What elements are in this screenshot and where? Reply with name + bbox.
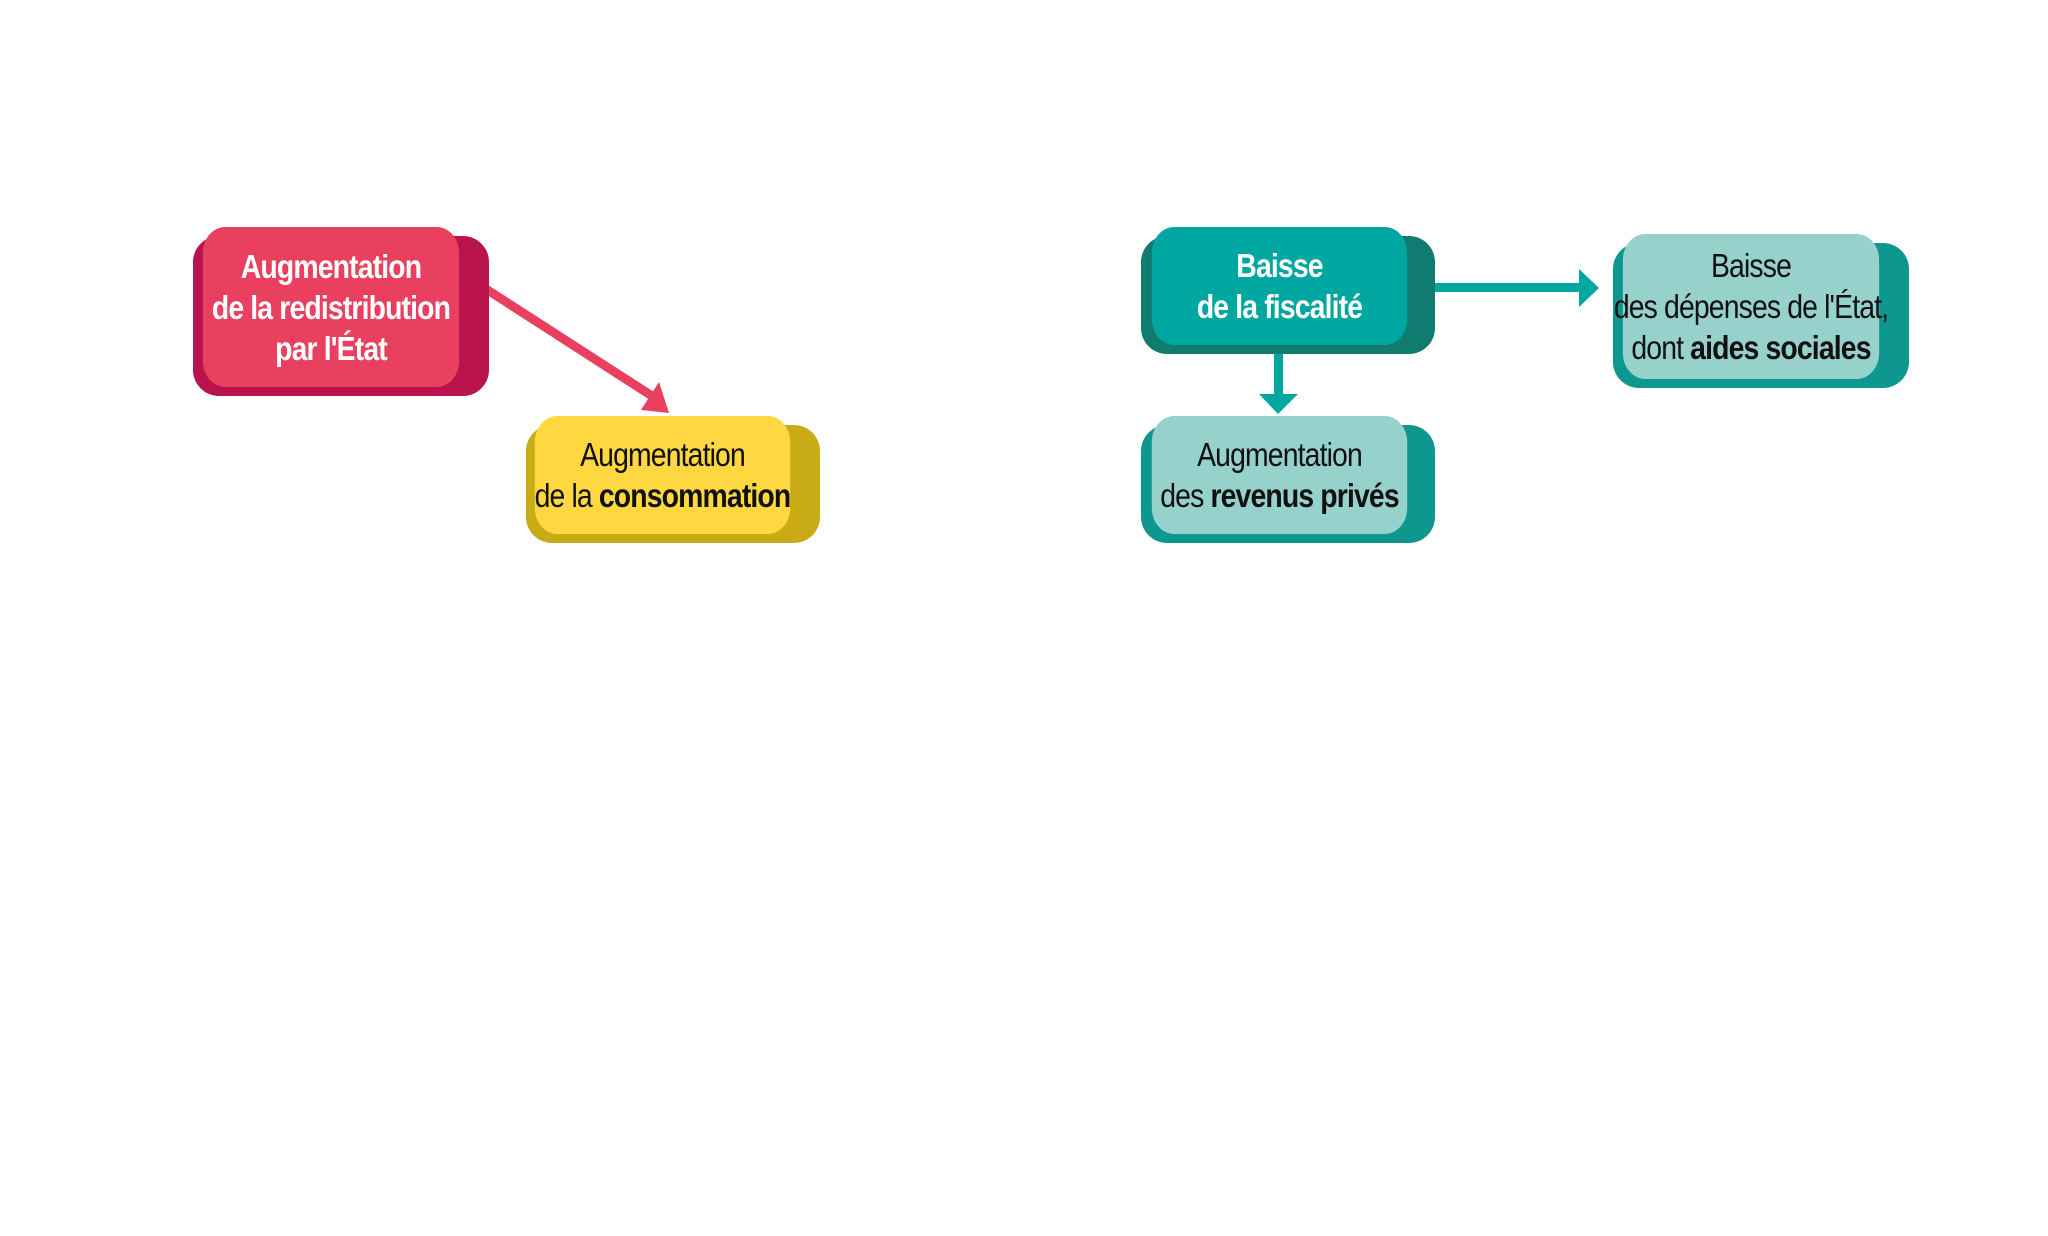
- node-consommation-line-2-bold: consommation: [598, 477, 791, 514]
- node-redistribution-line-2: de la redistribution: [211, 288, 451, 326]
- node-depenses-line-1: Baisse: [1710, 247, 1792, 284]
- node-redistribution-line-1: Augmentation: [240, 247, 422, 285]
- node-depenses-line-3: dont aides sociales: [1631, 327, 1871, 368]
- node-depenses: Baisse des dépenses de l'État, dont aide…: [1614, 234, 1889, 379]
- arrow-fiscalite-to-revenus: [1259, 352, 1298, 414]
- node-redistribution-line-3: par l'État: [275, 329, 388, 367]
- node-consommation-line-2: de la consommation: [534, 475, 792, 516]
- node-revenus-line-1: Augmentation: [1197, 436, 1363, 473]
- node-revenus-line-2-bold: revenus privés: [1210, 477, 1399, 514]
- node-depenses-line-2: des dépenses de l'État,: [1613, 288, 1889, 325]
- node-redistribution: Augmentation de la redistribution par l'…: [202, 227, 460, 387]
- node-depenses-line-3-bold: aides sociales: [1690, 329, 1871, 366]
- arrow-fiscalite-to-depenses: [1435, 269, 1599, 307]
- node-fiscalite-line-1: Baisse: [1236, 247, 1323, 284]
- node-revenus: Augmentation des revenus privés: [1151, 416, 1408, 534]
- node-consommation-line-2-normal: de la: [534, 477, 599, 514]
- node-consommation: Augmentation de la consommation: [534, 416, 792, 534]
- node-consommation-line-1: Augmentation: [580, 436, 746, 473]
- node-revenus-line-2: des revenus privés: [1160, 475, 1399, 516]
- node-fiscalite-line-2: de la fiscalité: [1196, 288, 1363, 325]
- node-revenus-line-2-normal: des: [1160, 477, 1211, 514]
- node-depenses-line-3-normal: dont: [1631, 329, 1691, 366]
- arrow-redistribution-to-consommation: [483, 285, 669, 413]
- node-fiscalite: Baisse de la fiscalité: [1151, 227, 1408, 345]
